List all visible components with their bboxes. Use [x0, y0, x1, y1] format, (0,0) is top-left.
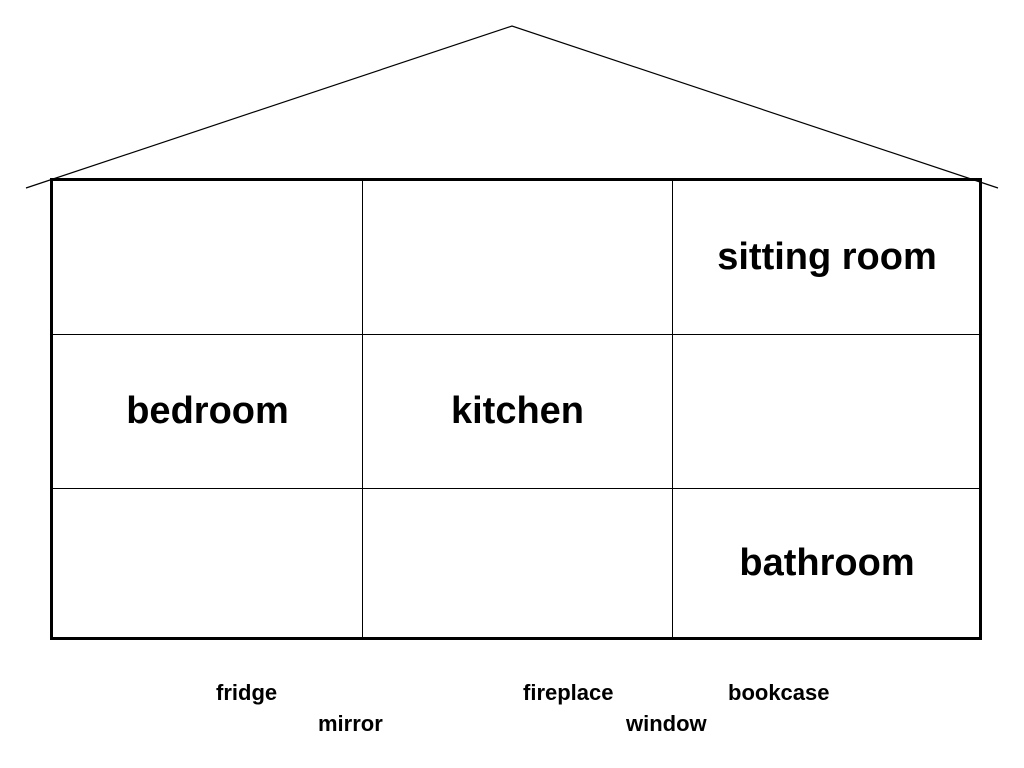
room-label-kitchen: kitchen — [450, 390, 585, 432]
room-sitting-room: sitting room — [673, 181, 979, 335]
word-fridge: fridge — [216, 680, 278, 705]
room-label-bedroom: bedroom — [126, 390, 289, 432]
room-cell-6 — [673, 335, 979, 489]
room-label-bathroom: bathroom — [739, 541, 915, 584]
room-cell-2 — [363, 181, 673, 335]
word-fireplace: fireplace — [523, 680, 614, 705]
room-bathroom: bathroom — [673, 489, 979, 637]
word-bookcase: bookcase — [728, 680, 830, 705]
word-window: window — [626, 711, 707, 736]
room-cell-8 — [363, 489, 673, 637]
room-bedroom: bedroom — [53, 335, 363, 489]
room-cell-7 — [53, 489, 363, 637]
word-mirror: mirror — [318, 711, 383, 736]
room-cell-1 — [53, 181, 363, 335]
house-floor-plan: sitting room bedroom kitchen bathroom — [50, 178, 982, 640]
room-label-sitting-room: sitting room — [717, 236, 937, 278]
room-kitchen: kitchen — [363, 335, 673, 489]
house-roof — [25, 25, 999, 189]
